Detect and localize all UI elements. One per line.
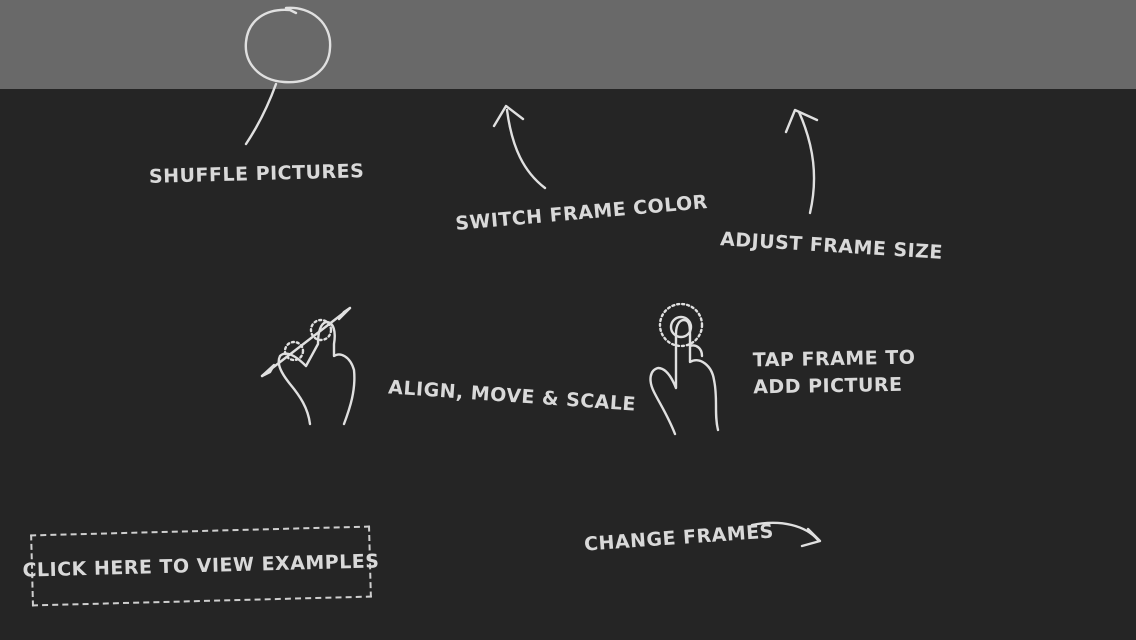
view-examples-button[interactable]: CLICK HERE TO VIEW EXAMPLES	[22, 525, 380, 607]
tap-frame-hint-line1: TAP FRAME TO	[752, 346, 916, 372]
shuffle-button[interactable]	[240, 2, 336, 86]
tap-gesture-icon	[649, 302, 720, 436]
pinch-gesture-icon	[260, 306, 356, 426]
tap-frame-hint-line2: ADD PICTURE	[753, 373, 903, 399]
frame-size-hint: ADJUST FRAME SIZE	[719, 228, 944, 264]
frame-color-hint: SWITCH FRAME COLOR	[454, 191, 709, 235]
align-move-scale-hint: ALIGN, MOVE & SCALE	[387, 376, 637, 416]
view-examples-label: CLICK HERE TO VIEW EXAMPLES	[22, 550, 380, 582]
tap-frame-hint: TAP FRAME TO ADD PICTURE	[753, 345, 917, 402]
change-frames-hint: CHANGE FRAMES	[583, 520, 775, 556]
shuffle-hint: SHUFFLE PICTURES	[148, 160, 365, 188]
frame-color-arrow-icon	[492, 104, 547, 190]
frame-size-arrow-icon	[784, 108, 819, 215]
toolbar	[0, 0, 1136, 89]
